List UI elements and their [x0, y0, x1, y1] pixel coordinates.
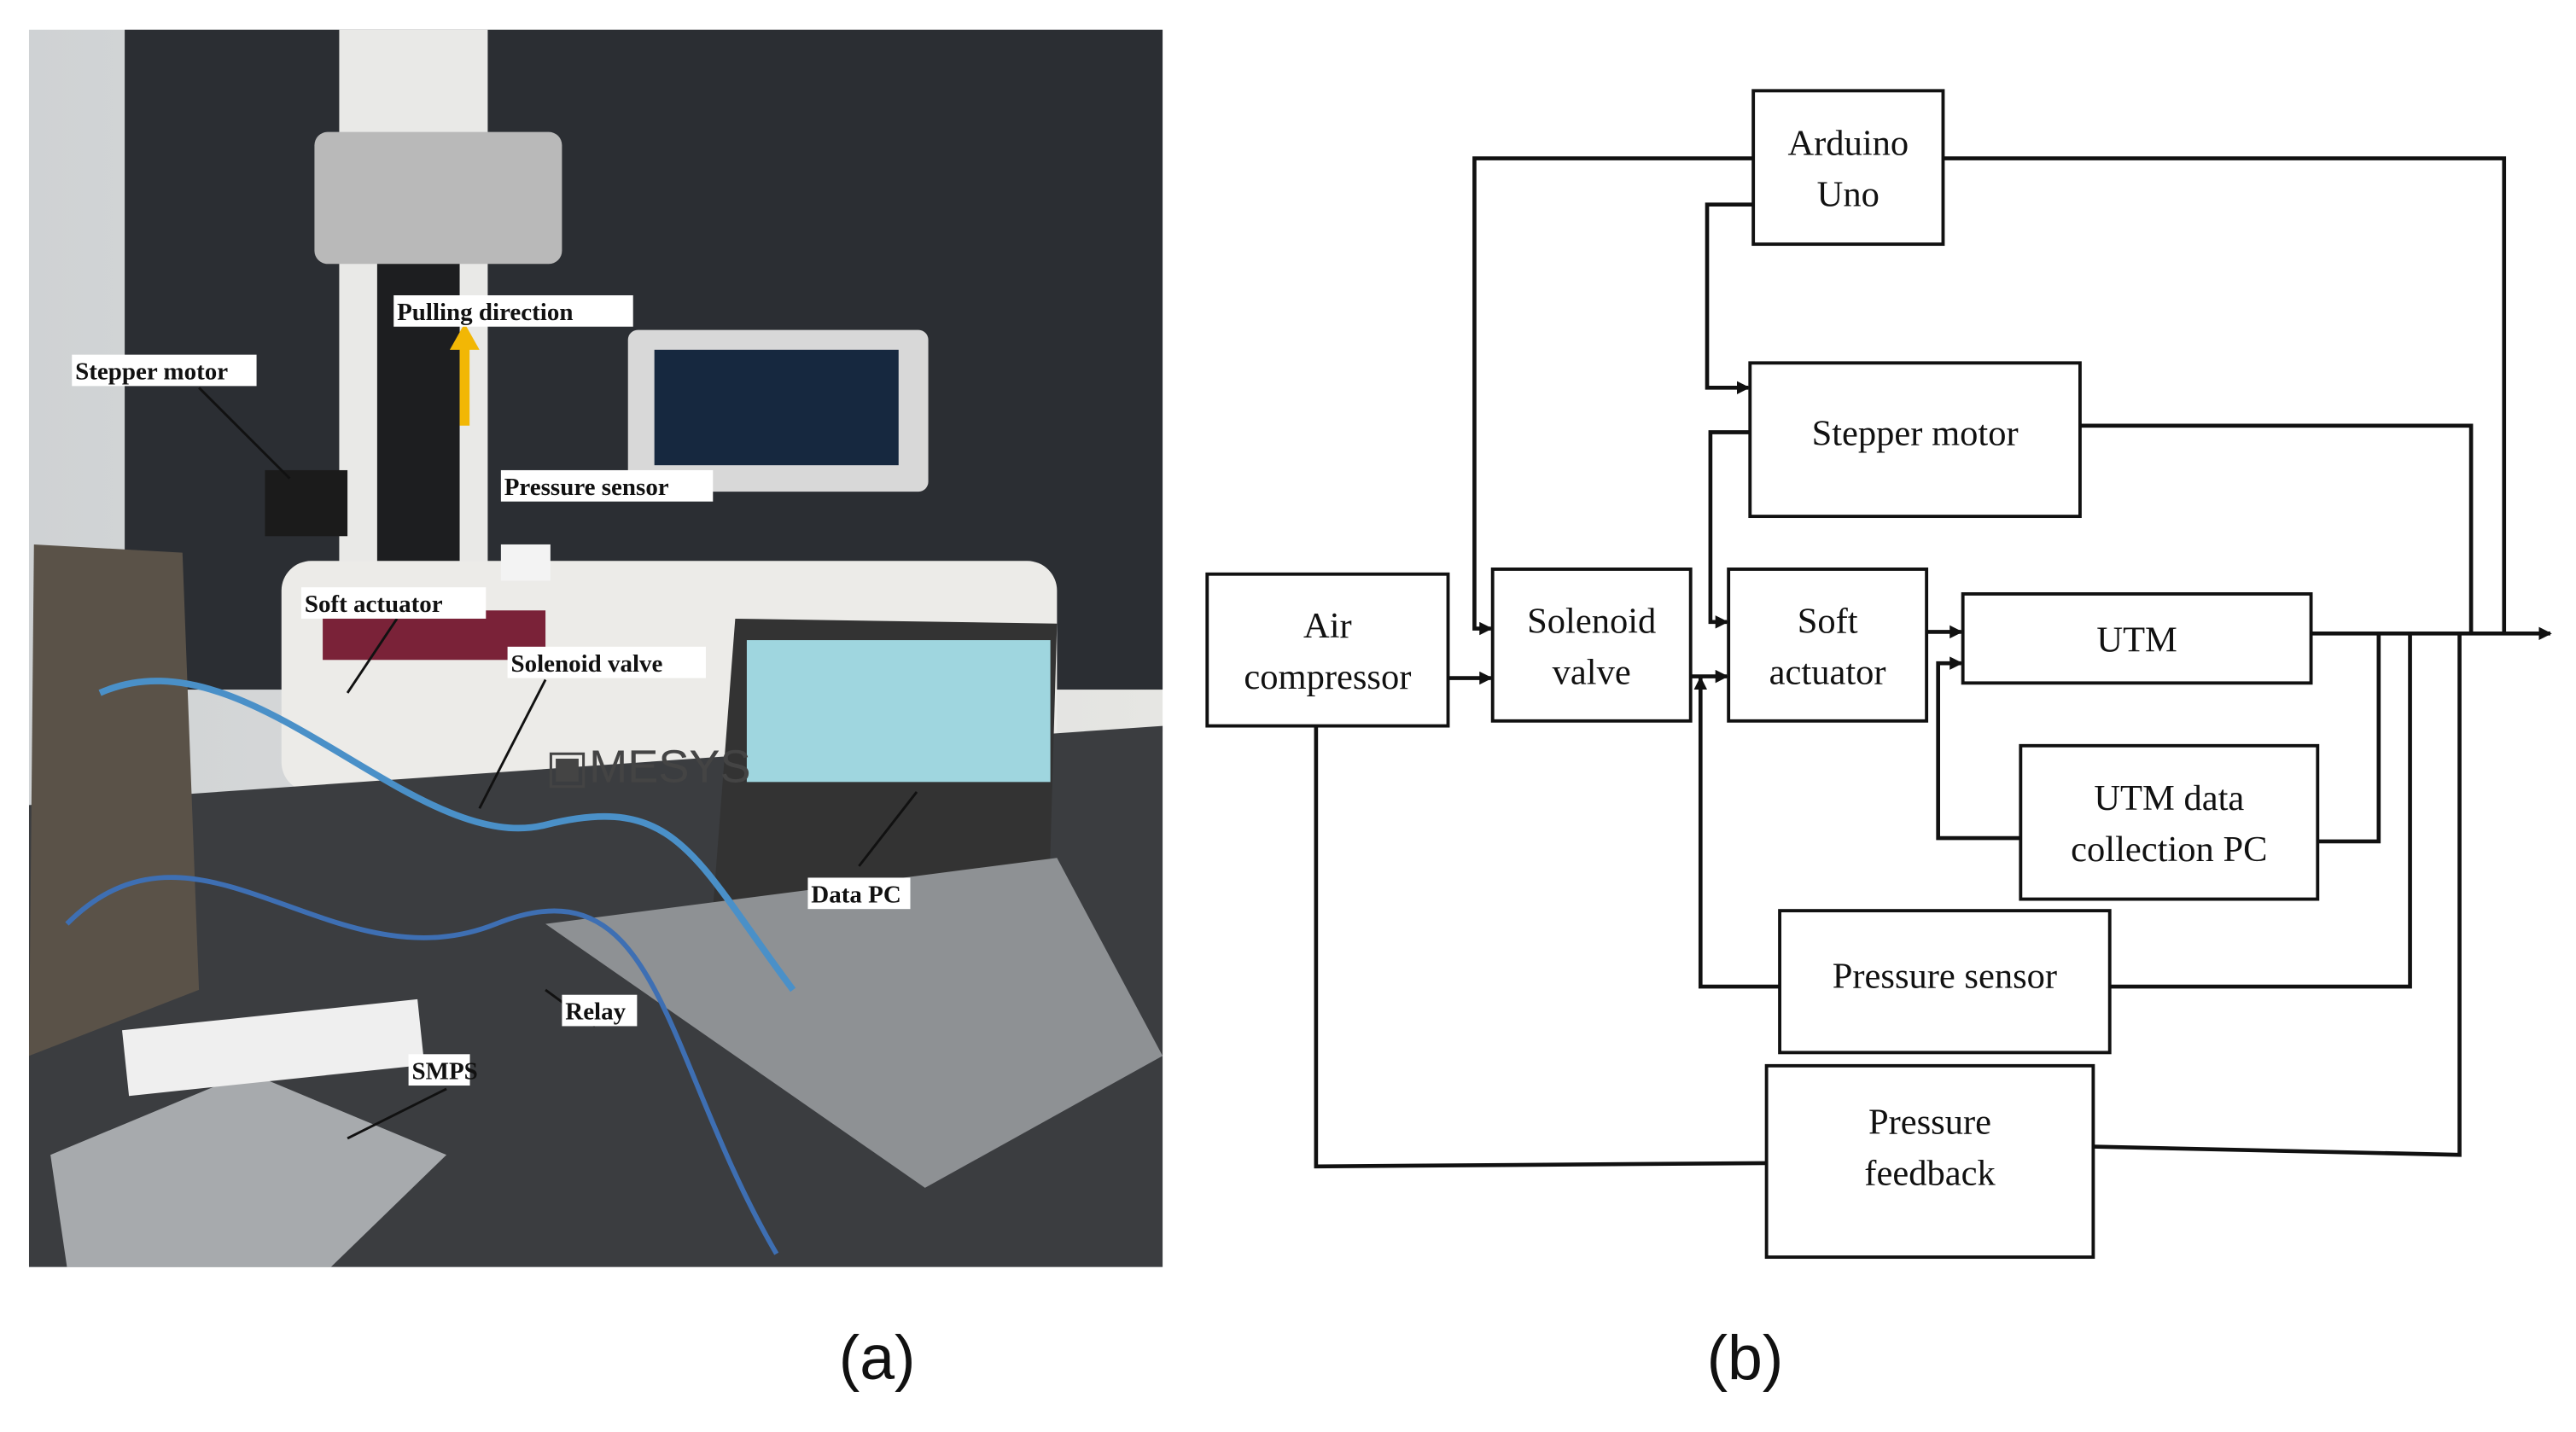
block-label: collection PC [2071, 830, 2267, 870]
label-solenoid-valve: Solenoid valve [510, 650, 662, 678]
label-data-pc: Data PC [811, 881, 900, 908]
label-pulling-direction: Pulling direction [397, 299, 573, 326]
connector-line [1472, 156, 1754, 636]
block-label: Air [1303, 606, 1352, 646]
connector-line [2109, 633, 2412, 989]
block-utmpc: UTM data collection PC [2019, 743, 2320, 901]
label-soft-actuator: Soft actuator [305, 591, 443, 618]
block-solenoid: Solenoid valve [1490, 568, 1693, 723]
block-label: UTM [2096, 620, 2177, 661]
label-stepper-motor: Stepper motor [75, 358, 228, 386]
block-label: compressor [1244, 657, 1411, 697]
block-label: Soft [1798, 601, 1858, 641]
block-label: actuator [1769, 652, 1886, 692]
block-label: Solenoid [1527, 601, 1656, 641]
block-label: Uno [1817, 175, 1880, 215]
connector-line [1708, 430, 1751, 629]
connector-line [2093, 633, 2462, 1157]
connector-line [1314, 725, 1767, 1169]
connector-line [1705, 202, 1754, 395]
connector-line [2317, 633, 2381, 844]
laptop-keyboard [545, 858, 1163, 1188]
block-pfeedback: Pressure feedback [1764, 1063, 2095, 1260]
mesys-logo: ▣MESYS [545, 741, 751, 792]
block-soft: Soft actuator [1727, 568, 1929, 723]
label-relay: Relay [565, 998, 626, 1026]
connector-line [1943, 156, 2507, 634]
connector-line [1693, 676, 1780, 989]
block-air: Air compressor [1205, 572, 1450, 728]
connector-line [2079, 423, 2474, 634]
block-label: feedback [1864, 1153, 1996, 1193]
block-psensor: Pressure sensor [1778, 909, 2112, 1055]
block-label: UTM data [2094, 778, 2244, 818]
smps-unit [50, 1072, 447, 1267]
block-label: Pressure [1868, 1103, 1991, 1143]
caption-a: (a) [839, 1322, 916, 1393]
connector-line [1936, 656, 2021, 841]
label-smps: SMPS [411, 1057, 477, 1085]
block-utm: UTM [1961, 592, 2313, 685]
label-pressure-sensor: Pressure sensor [504, 474, 669, 501]
caption-b: (b) [1707, 1322, 1784, 1393]
block-label: Stepper motor [1812, 414, 2019, 454]
block-stepper: Stepper motor [1748, 361, 2082, 519]
block-label: Arduino [1787, 124, 1909, 164]
block-label: valve [1553, 652, 1631, 692]
block-label: Pressure sensor [1833, 956, 2057, 996]
